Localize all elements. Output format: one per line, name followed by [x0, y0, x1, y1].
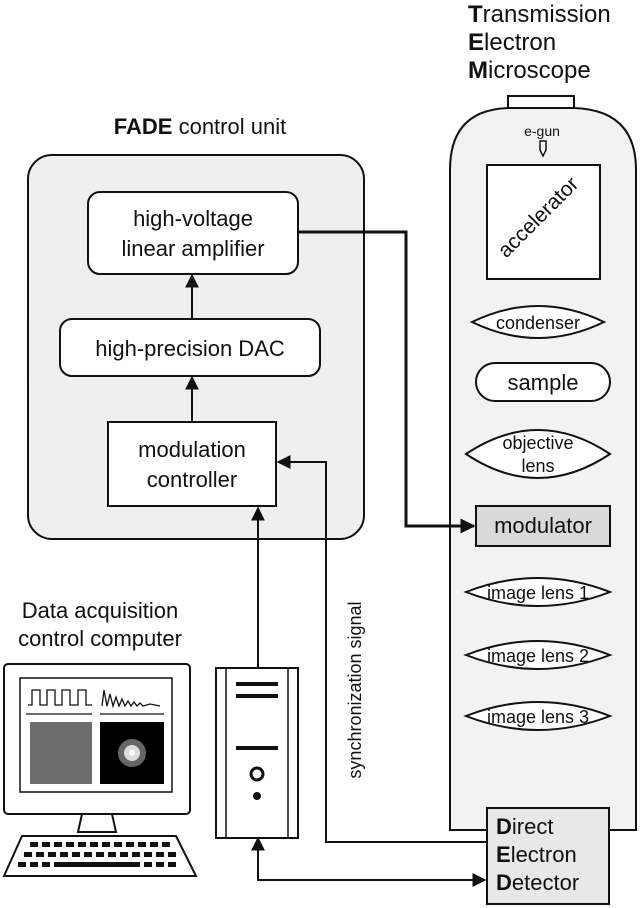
arrow-amplifier-to-modulator [298, 230, 476, 534]
key [24, 852, 32, 857]
objective-label-1: objective [502, 433, 573, 453]
pulse-trace-icon [28, 689, 92, 706]
objective-label-2: lens [521, 456, 554, 476]
egun-icon [539, 140, 547, 158]
objective-lens [464, 429, 612, 479]
computer-tower [215, 667, 299, 839]
hv-amplifier-label-2: linear amplifier [121, 236, 264, 261]
fade-title: FADE control unit [114, 114, 286, 139]
sync-signal-label: synchronization signal [345, 601, 365, 778]
key [54, 842, 62, 847]
hv-amplifier-label-1: high-voltage [133, 206, 253, 231]
key [60, 852, 68, 857]
diffraction-center-icon [129, 750, 135, 756]
computer: Data acquisition control computer [2, 598, 299, 877]
sample-label: sample [508, 370, 579, 395]
key [132, 852, 140, 857]
key [18, 862, 26, 867]
detector-line-2: Electron [496, 842, 577, 867]
detector-box [486, 807, 610, 905]
key [90, 842, 98, 847]
key [96, 852, 104, 857]
sample-holder [475, 362, 611, 402]
key [78, 842, 86, 847]
image-lens-3 [463, 701, 613, 731]
key [150, 842, 158, 847]
condenser-lens [469, 305, 607, 339]
drive-bay-1 [236, 682, 278, 686]
modulation-controller-label-1: modulation [138, 437, 246, 462]
accelerator-box [486, 164, 601, 280]
tem-column: e-gun accelerator condenser sample objec… [449, 95, 637, 831]
key [36, 852, 44, 857]
tem-title-line-2: Electron [468, 29, 556, 56]
key [48, 852, 56, 857]
noise-image-texture [30, 722, 92, 784]
key [144, 862, 152, 867]
key [102, 842, 110, 847]
drive-slot [236, 746, 278, 750]
noise-image-icon [30, 722, 92, 784]
hv-amplifier-box [87, 191, 299, 275]
key [42, 862, 50, 867]
tem-title: Transmission Electron Microscope [468, 1, 611, 84]
key [30, 842, 38, 847]
key [84, 852, 92, 857]
detector-line-3: Detector [496, 870, 579, 895]
tower-front-panel [225, 667, 289, 839]
fade-unit: FADE control unit high-voltage linear am… [27, 114, 365, 540]
dac-label: high-precision DAC [95, 336, 285, 361]
power-button-icon [249, 766, 265, 782]
computer-label-1: Data acquisition [22, 598, 179, 623]
key [120, 852, 128, 857]
tem-title-line-1: Transmission [468, 1, 611, 28]
space-key [54, 862, 140, 867]
image-lens-1 [463, 577, 613, 607]
detector-line-1: Direct [496, 814, 553, 839]
key [114, 842, 122, 847]
detector: Direct Electron Detector [486, 807, 610, 905]
decay-trace-icon [101, 689, 161, 709]
key [156, 862, 164, 867]
tem-title-line-3: Microscope [468, 57, 591, 84]
drive-bay-2 [236, 694, 278, 698]
key [162, 842, 170, 847]
image-lens-2 [463, 640, 613, 670]
key [66, 842, 74, 847]
key [126, 842, 134, 847]
arrow-detector-computer-link [251, 836, 487, 887]
modulator-label: modulator [494, 513, 592, 538]
modulation-controller-label-2: controller [147, 467, 237, 492]
key [30, 862, 38, 867]
key [144, 852, 152, 857]
key [108, 852, 116, 857]
key [168, 852, 176, 857]
keyboard-keys [18, 842, 176, 867]
image-lens-3-label: image lens 3 [487, 707, 589, 727]
egun-label: e-gun [524, 123, 560, 139]
modulator-box [475, 505, 611, 547]
key [156, 852, 164, 857]
key [138, 842, 146, 847]
image-lens-2-label: image lens 2 [487, 646, 589, 666]
modulation-controller-box [107, 421, 277, 507]
monitor-stand [76, 813, 118, 833]
condenser-label: condenser [496, 313, 580, 333]
key [72, 852, 80, 857]
key [168, 862, 176, 867]
image-lens-1-label: image lens 1 [487, 583, 589, 603]
power-led-icon [253, 792, 261, 800]
computer-label-2: control computer [18, 626, 182, 651]
key [42, 842, 50, 847]
